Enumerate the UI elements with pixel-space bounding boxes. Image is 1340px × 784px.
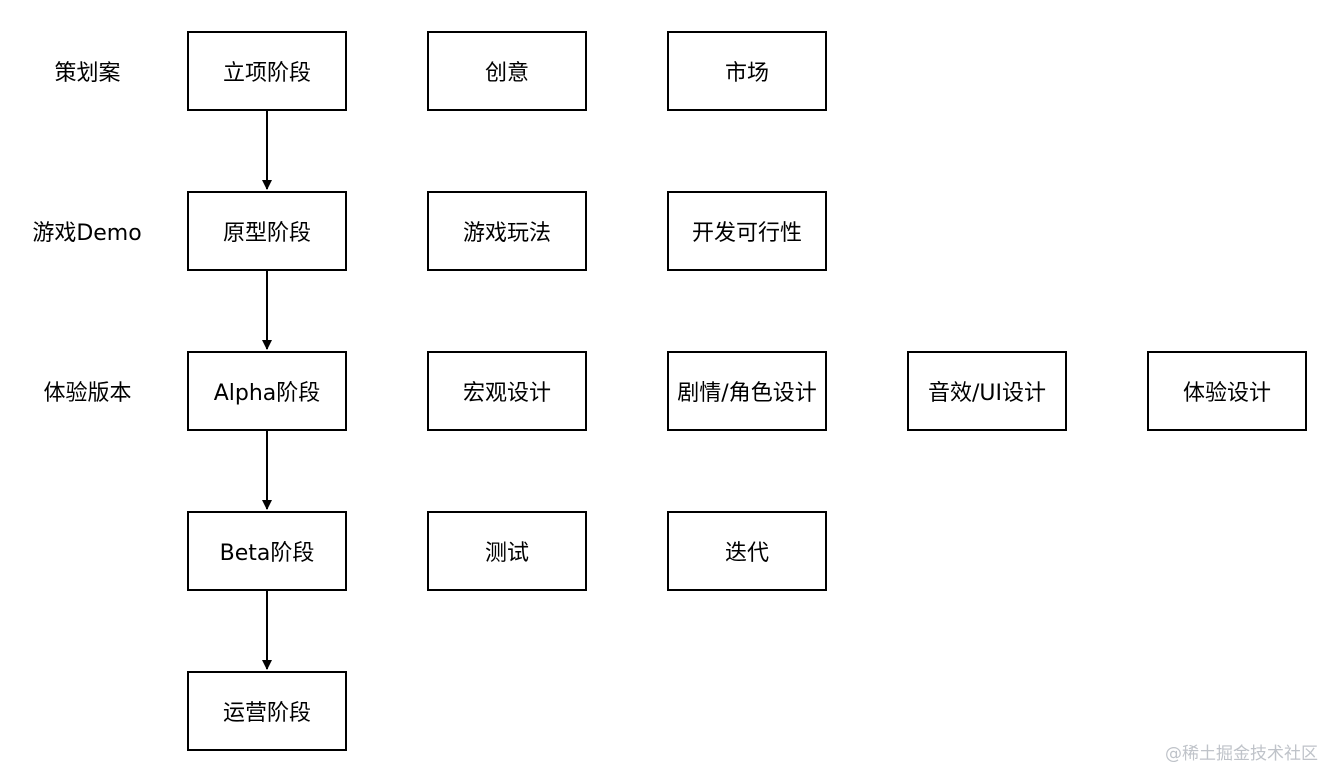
row-label-game-demo: 游戏Demo [32, 221, 142, 246]
phase-box-alpha: Alpha阶段 [187, 351, 347, 431]
item-box-creativity: 创意 [427, 31, 587, 111]
item-box-market: 市场 [667, 31, 827, 111]
phase-box-prototype: 原型阶段 [187, 191, 347, 271]
item-box-sound-ui-design: 音效/UI设计 [907, 351, 1067, 431]
phase-box-operation: 运营阶段 [187, 671, 347, 751]
item-box-testing: 测试 [427, 511, 587, 591]
item-box-macro-design: 宏观设计 [427, 351, 587, 431]
phase-box-beta: Beta阶段 [187, 511, 347, 591]
row-label-experience-version: 体验版本 [43, 381, 132, 406]
row-label-proposal: 策划案 [54, 61, 121, 86]
watermark: @稀土掘金技术社区 [1165, 744, 1318, 764]
item-box-experience-design: 体验设计 [1147, 351, 1307, 431]
phase-box-initiation: 立项阶段 [187, 31, 347, 111]
item-box-story-character-design: 剧情/角色设计 [667, 351, 827, 431]
item-box-dev-feasibility: 开发可行性 [667, 191, 827, 271]
item-box-iteration: 迭代 [667, 511, 827, 591]
item-box-gameplay: 游戏玩法 [427, 191, 587, 271]
